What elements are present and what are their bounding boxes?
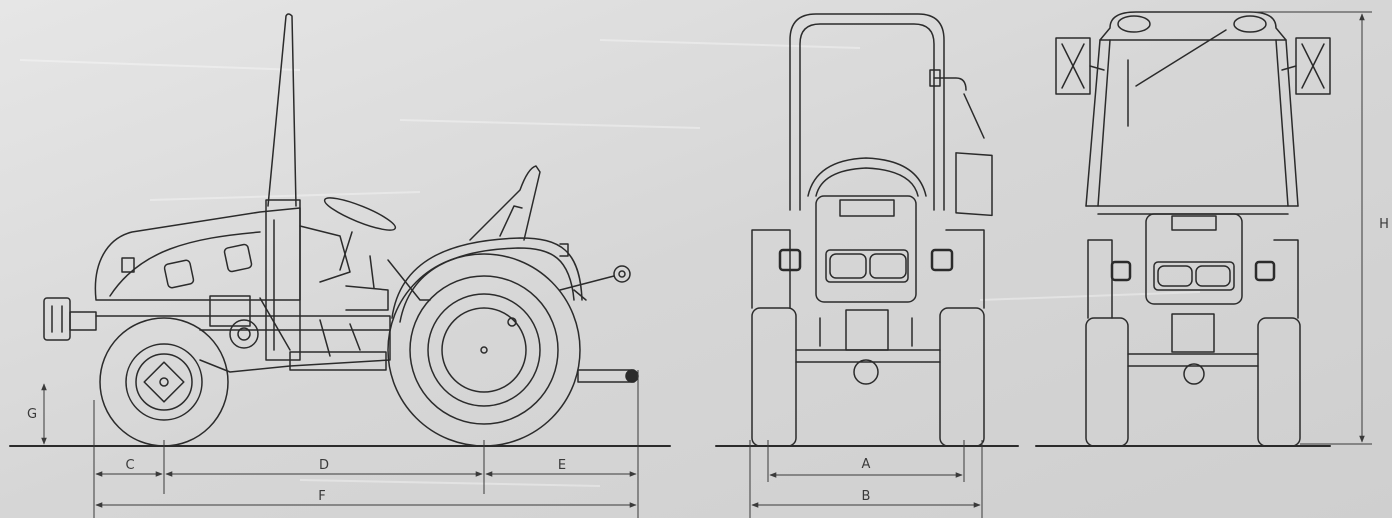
dimension-lines: [41, 11, 1372, 518]
dimension-label-b: B: [862, 489, 871, 504]
dimension-label-h: H: [1379, 217, 1389, 232]
dimension-label-g: G: [27, 407, 37, 422]
dimension-label-d: D: [319, 458, 329, 473]
tractor-side-view-icon: [9, 13, 671, 447]
tractor-front-view-rops-icon: [715, 13, 1019, 447]
background-texture: [19, 39, 1201, 487]
dimension-label-c: C: [125, 458, 134, 473]
dimension-label-a: A: [862, 457, 871, 472]
dimension-label-f: F: [318, 489, 325, 504]
dimension-label-e: E: [558, 458, 566, 473]
